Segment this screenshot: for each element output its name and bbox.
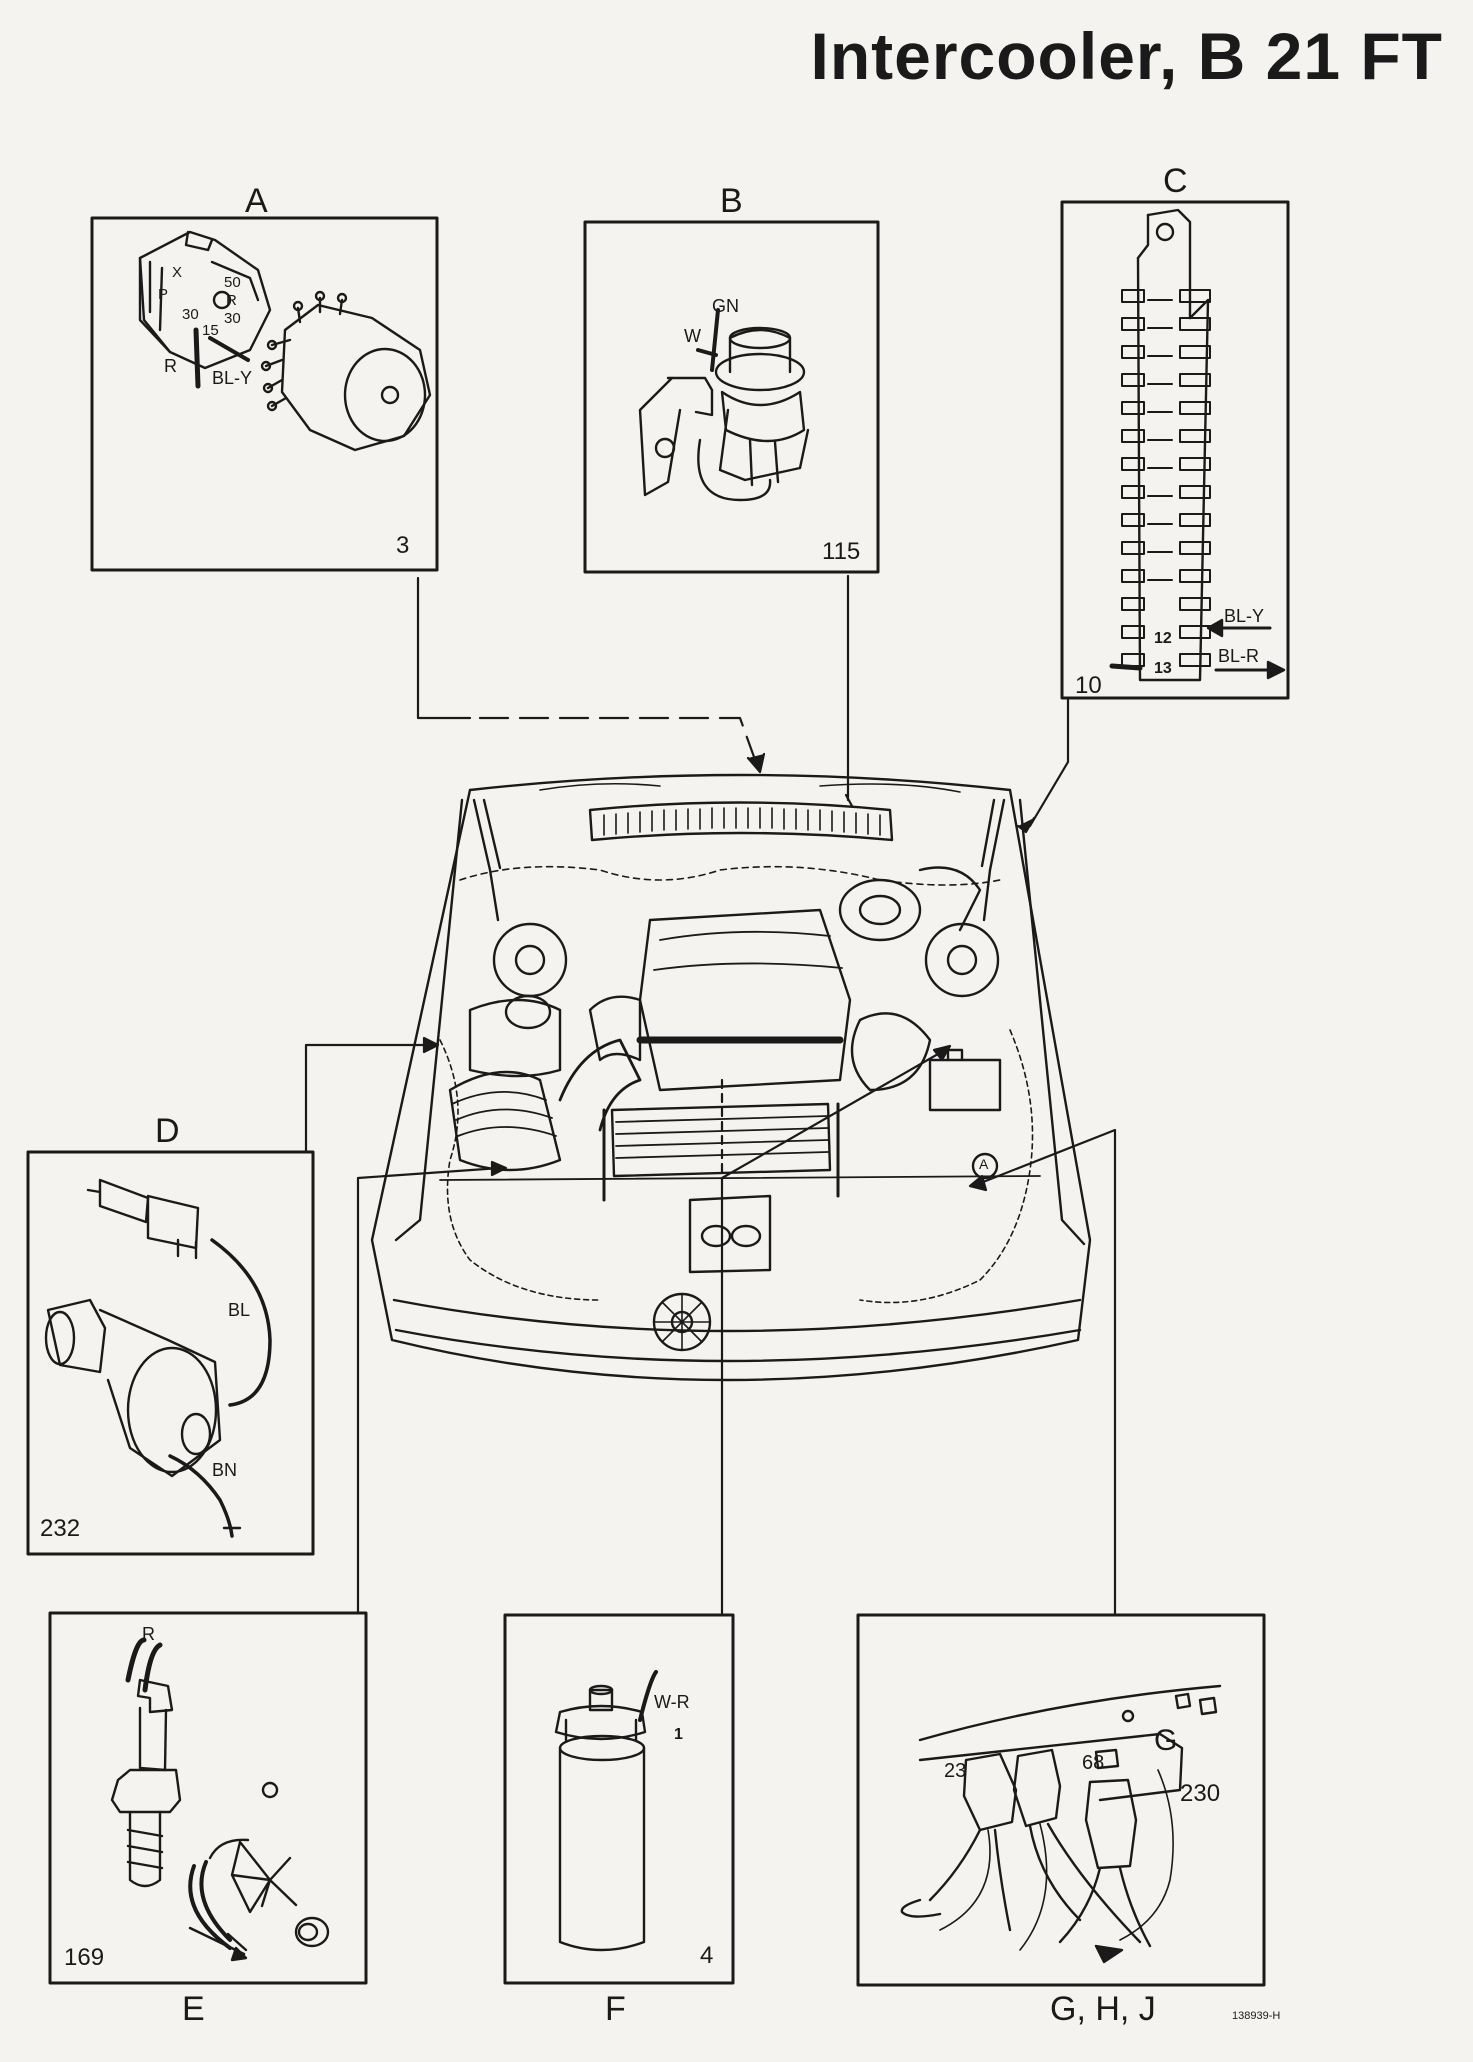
leader-lines xyxy=(304,574,1117,1615)
panel-b-number: 115 xyxy=(822,538,861,565)
panel-a-label-30b: 30 xyxy=(224,310,241,327)
panel-a-label-15: 15 xyxy=(202,322,219,339)
panel-a-letter: A xyxy=(245,182,268,220)
panel-a-label-30a: 30 xyxy=(182,306,199,323)
panel-a-number: 3 xyxy=(396,532,410,559)
panel-c-number: 10 xyxy=(1075,672,1102,699)
ignition-switch-drawing xyxy=(138,230,432,452)
panel-f-frame xyxy=(503,1613,735,1985)
figure-reference: 138939-H xyxy=(1232,2010,1281,2022)
leader-c xyxy=(1028,698,1070,828)
panel-ghj-letter: G, H, J xyxy=(1050,1990,1156,2028)
panel-c-label-blr: BL-R xyxy=(1218,646,1260,666)
panel-a-label-bly: BL-Y xyxy=(212,368,253,388)
panel-d-number: 232 xyxy=(40,1515,81,1542)
panel-b-frame xyxy=(583,220,880,574)
panel-c-frame xyxy=(1060,200,1290,700)
engine-callout-a: A xyxy=(979,1156,989,1172)
leader-d xyxy=(304,1043,434,1154)
panel-e-label-r: R xyxy=(142,1624,155,1644)
panel-c-label-12: 12 xyxy=(1154,630,1172,647)
leader-g xyxy=(976,1128,1117,1615)
panel-a-label-r-small: R xyxy=(226,292,237,309)
pressure-switch-drawing xyxy=(110,1637,330,1962)
panel-e-frame xyxy=(48,1611,368,1985)
panel-g-number: 230 xyxy=(1180,1780,1221,1807)
panel-f-number: 4 xyxy=(700,1942,714,1969)
ignition-coil-drawing xyxy=(554,1670,658,1952)
panel-d-label-bl: BL xyxy=(228,1300,251,1320)
panel-f-letter: F xyxy=(605,1990,626,2028)
panel-e-number: 169 xyxy=(64,1944,105,1971)
panel-g-label-g: G xyxy=(1154,1724,1178,1757)
panel-c-letter: C xyxy=(1163,162,1188,200)
engine-callout-a-circle xyxy=(971,1152,999,1180)
panel-a-frame xyxy=(90,216,439,572)
panel-a-label-r: R xyxy=(164,356,177,376)
page-title: Intercooler, B 21 FT xyxy=(810,19,1443,93)
leader-a xyxy=(416,576,472,720)
panel-e-letter: E xyxy=(182,1990,205,2028)
relay-bracket-drawing xyxy=(900,1684,1222,1964)
panel-d-letter: D xyxy=(155,1112,180,1150)
leader-a-dash xyxy=(478,716,760,770)
panel-c-label-bly: BL-Y xyxy=(1224,606,1265,626)
panel-b-letter: B xyxy=(720,182,743,220)
panel-a-label-x: X xyxy=(172,264,183,281)
panel-f-label-1: 1 xyxy=(674,1726,683,1743)
engine-bay-drawing xyxy=(370,773,1092,1382)
panel-b-label-gn: GN xyxy=(712,296,739,316)
sensor-switch-drawing xyxy=(638,308,810,502)
panel-a-label-p: P xyxy=(158,286,169,303)
panel-d-frame xyxy=(26,1150,315,1556)
leader-e xyxy=(356,1166,502,1615)
intercooler-core xyxy=(610,1102,832,1178)
panel-c-label-13: 13 xyxy=(1154,660,1172,677)
panel-d-label-bn: BN xyxy=(212,1460,238,1480)
panel-b-label-w: W xyxy=(684,326,701,346)
panel-g-label-68: 68 xyxy=(1082,1752,1105,1774)
panel-g-label-23: 23 xyxy=(944,1760,967,1782)
temperature-sensor-drawing xyxy=(44,1178,272,1538)
fuse-box-drawing xyxy=(1109,208,1286,682)
panel-a-label-50: 50 xyxy=(224,274,241,291)
panel-g-frame xyxy=(856,1613,1266,1987)
panel-f-label-wr: W-R xyxy=(654,1692,690,1712)
